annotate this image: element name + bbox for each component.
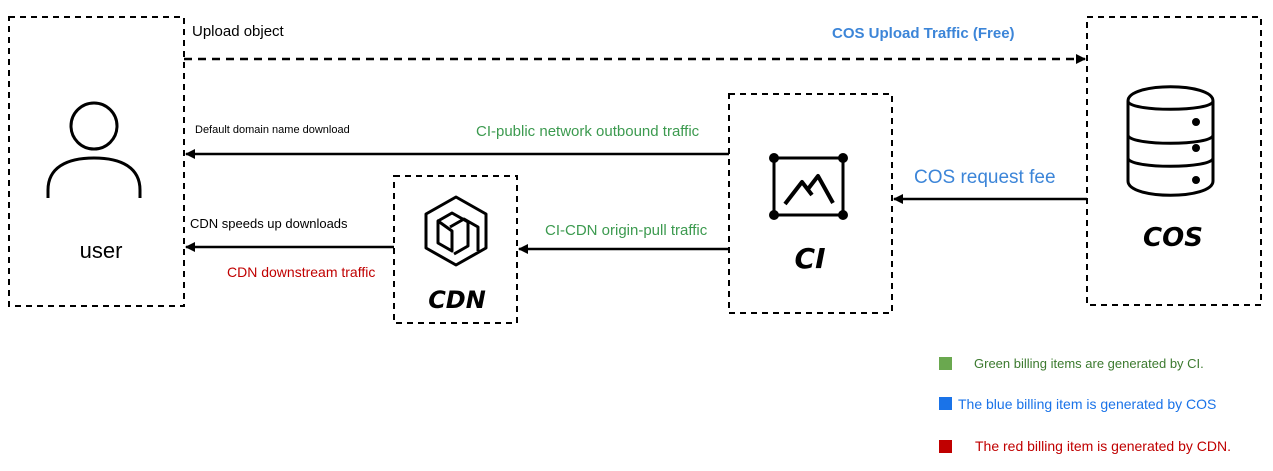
default-domain-download-label: Default domain name download (195, 124, 350, 136)
ci-node: CI (728, 93, 893, 314)
ci-image-icon (769, 153, 848, 220)
cdn-node: CDN (393, 175, 518, 324)
user-box (8, 16, 185, 307)
ci-public-outbound-label: CI-public network outbound traffic (476, 123, 700, 140)
legend-item-blue: The blue billing item is generated by CO… (939, 396, 1216, 412)
user-icon (46, 101, 142, 198)
upload-object-label: Upload object (192, 23, 285, 40)
legend-swatch-red (939, 440, 952, 453)
cdn-box (393, 175, 518, 324)
cos-node: COS (1086, 16, 1262, 306)
cdn-downstream-label: CDN downstream traffic (227, 264, 375, 280)
legend-item-red: The red billing item is generated by CDN… (939, 438, 1231, 454)
legend-swatch-green (939, 357, 952, 370)
cdn-cube-icon (424, 195, 488, 267)
cdn-speeds-up-label: CDN speeds up downloads (190, 216, 348, 231)
legend-text-green: Green billing items are generated by CI. (974, 356, 1204, 371)
ci-label: CI (795, 242, 826, 275)
legend-item-green: Green billing items are generated by CI. (939, 356, 1204, 371)
ci-box (728, 93, 893, 314)
database-icon (1126, 85, 1215, 197)
legend: Green billing items are generated by CI.… (939, 356, 1231, 454)
ci-cdn-origin-pull-label: CI-CDN origin-pull traffic (545, 222, 708, 239)
cos-upload-traffic-label: COS Upload Traffic (Free) (832, 25, 1015, 42)
cos-box (1086, 16, 1262, 306)
cos-label: COS (1143, 223, 1203, 253)
user-node: user (8, 16, 185, 307)
user-label: user (80, 238, 123, 263)
legend-text-red: The red billing item is generated by CDN… (975, 438, 1231, 454)
legend-text-blue: The blue billing item is generated by CO… (958, 396, 1216, 412)
cdn-label: CDN (428, 286, 486, 314)
cos-request-fee-label: COS request fee (914, 167, 1056, 188)
legend-swatch-blue (939, 397, 952, 410)
